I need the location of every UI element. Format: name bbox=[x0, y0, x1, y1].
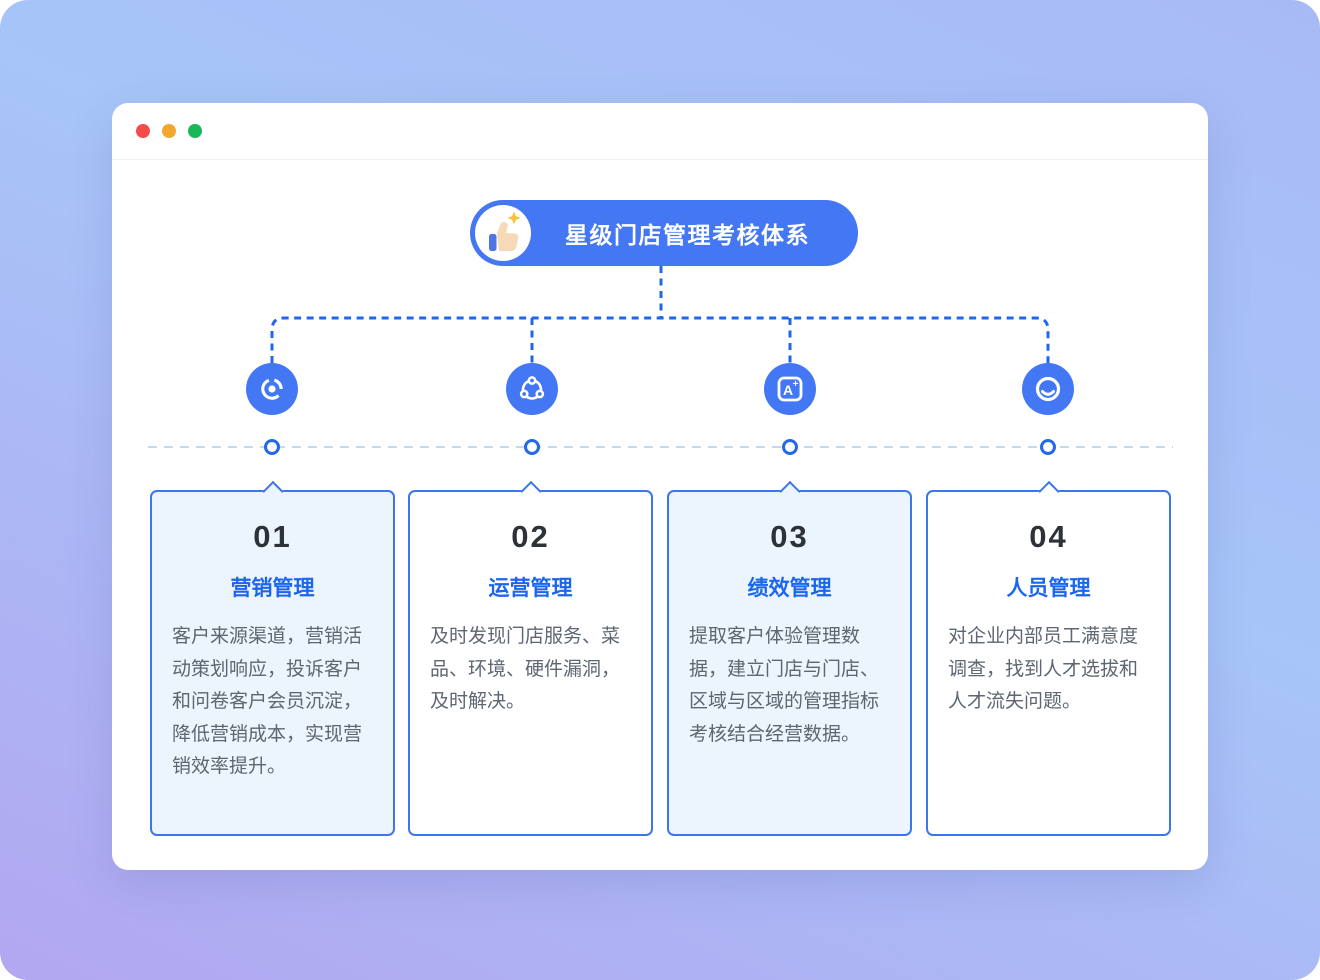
cycle-target-icon bbox=[246, 363, 298, 415]
branch-card-operations: 02 运营管理 及时发现门店服务、菜品、环境、硬件漏洞，及时解决。 bbox=[408, 490, 653, 836]
svg-text:+: + bbox=[793, 379, 799, 390]
window-titlebar bbox=[112, 103, 1208, 160]
card-description: 及时发现门店服务、菜品、环境、硬件漏洞，及时解决。 bbox=[430, 626, 621, 712]
close-window-button[interactable] bbox=[136, 124, 150, 138]
card-description: 提取客户体验管理数据，建立门店与门店、区域与区域的管理指标考核结合经营数据。 bbox=[689, 626, 880, 745]
share-nodes-icon bbox=[506, 363, 558, 415]
branch-card-marketing: 01 营销管理 客户来源渠道，营销活动策划响应，投诉客户和问卷客户会员沉淀，降低… bbox=[150, 490, 395, 836]
card-title: 绩效管理 bbox=[747, 577, 832, 600]
diagram-title-pill: 星级门店管理考核体系 bbox=[470, 200, 858, 266]
card-number: 04 bbox=[1029, 519, 1068, 554]
browser-window: 星级门店管理考核体系 A + bbox=[112, 103, 1208, 870]
diagram-title: 星级门店管理考核体系 bbox=[565, 222, 810, 248]
minimize-window-button[interactable] bbox=[162, 124, 176, 138]
timeline-node-4 bbox=[1040, 439, 1056, 455]
thumbs-up-icon bbox=[475, 205, 531, 261]
timeline-node-1 bbox=[264, 439, 280, 455]
card-description: 对企业内部员工满意度调查，找到人才选拔和人才流失问题。 bbox=[948, 626, 1139, 712]
grade-a-plus-icon: A + bbox=[764, 363, 816, 415]
branch-card-performance: 03 绩效管理 提取客户体验管理数据，建立门店与门店、区域与区域的管理指标考核结… bbox=[667, 490, 912, 836]
timeline-node-2 bbox=[524, 439, 540, 455]
card-number: 01 bbox=[253, 519, 292, 554]
card-number: 02 bbox=[511, 519, 550, 554]
timeline-node-3 bbox=[782, 439, 798, 455]
svg-text:A: A bbox=[783, 382, 793, 398]
card-title: 营销管理 bbox=[230, 577, 315, 600]
card-title: 运营管理 bbox=[488, 577, 573, 600]
smile-icon bbox=[1022, 363, 1074, 415]
card-title: 人员管理 bbox=[1006, 577, 1091, 600]
branch-card-personnel: 04 人员管理 对企业内部员工满意度调查，找到人才选拔和人才流失问题。 bbox=[926, 490, 1171, 836]
maximize-window-button[interactable] bbox=[188, 124, 202, 138]
card-description: 客户来源渠道，营销活动策划响应，投诉客户和问卷客户会员沉淀，降低营销成本，实现营… bbox=[172, 626, 363, 777]
card-number: 03 bbox=[770, 519, 809, 554]
